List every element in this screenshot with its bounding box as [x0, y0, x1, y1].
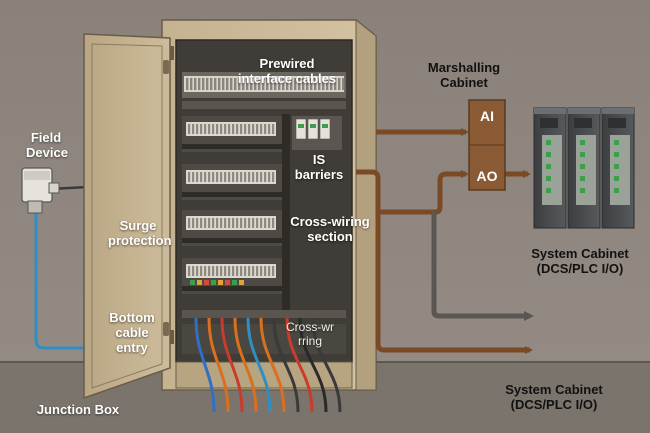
- field-device-icon: [21, 167, 89, 350]
- bottom-rail: [182, 310, 346, 318]
- ao-tag: AO: [476, 168, 498, 184]
- junction-box-label: Junction Box: [36, 402, 120, 417]
- system-cabinet-bottom-label: System Cabinet (DCS/PLC I/O): [505, 382, 603, 412]
- prewired-cables-label: Prewired interface cables: [237, 56, 337, 86]
- prewired-terminal-strip: [182, 72, 346, 109]
- cable-wire: [285, 317, 314, 413]
- cable-wire: [272, 317, 300, 413]
- gray-signal-arrow: [431, 212, 534, 321]
- surge-protection-label: Surge protection: [108, 218, 172, 248]
- cross-wiring-section-label: Cross-wiring section: [290, 214, 370, 244]
- marshalling-cabinet-label: Marshalling Cabinet: [427, 60, 501, 90]
- is-barrier-modules: [292, 116, 342, 150]
- lower-signal-arrow: [356, 169, 533, 354]
- cable-wire: [246, 317, 272, 413]
- ai-tag: AI: [480, 108, 494, 124]
- cable-wire: [259, 317, 286, 413]
- system-cabinet-right-label: System Cabinet (DCS/PLC I/O): [531, 246, 629, 276]
- terminal-rows: [182, 116, 282, 294]
- cabinet-door: [83, 33, 174, 400]
- cross-wiring-lower-label: Cross-wr rring: [286, 320, 334, 348]
- field-device-label: Field Device: [26, 130, 68, 160]
- bottom-cable-entry-label: Bottom cable entry: [109, 310, 155, 355]
- marshalling-cabinet-box: [468, 99, 506, 191]
- cable-wire: [298, 317, 328, 413]
- ao-signal-arrow: [376, 170, 469, 215]
- signal-arrows: [356, 128, 534, 354]
- cable-wire: [233, 317, 258, 413]
- wiring-duct: [282, 114, 290, 310]
- cable-wire: [194, 317, 216, 413]
- cable-wire: [311, 317, 342, 413]
- bottom-cable-bundle: [194, 317, 342, 413]
- cable-wire: [220, 317, 244, 413]
- cable-wire: [207, 317, 230, 413]
- system-rack-icon: [533, 107, 635, 229]
- field-cable: [34, 205, 84, 350]
- is-barriers-label: IS barriers: [294, 152, 344, 182]
